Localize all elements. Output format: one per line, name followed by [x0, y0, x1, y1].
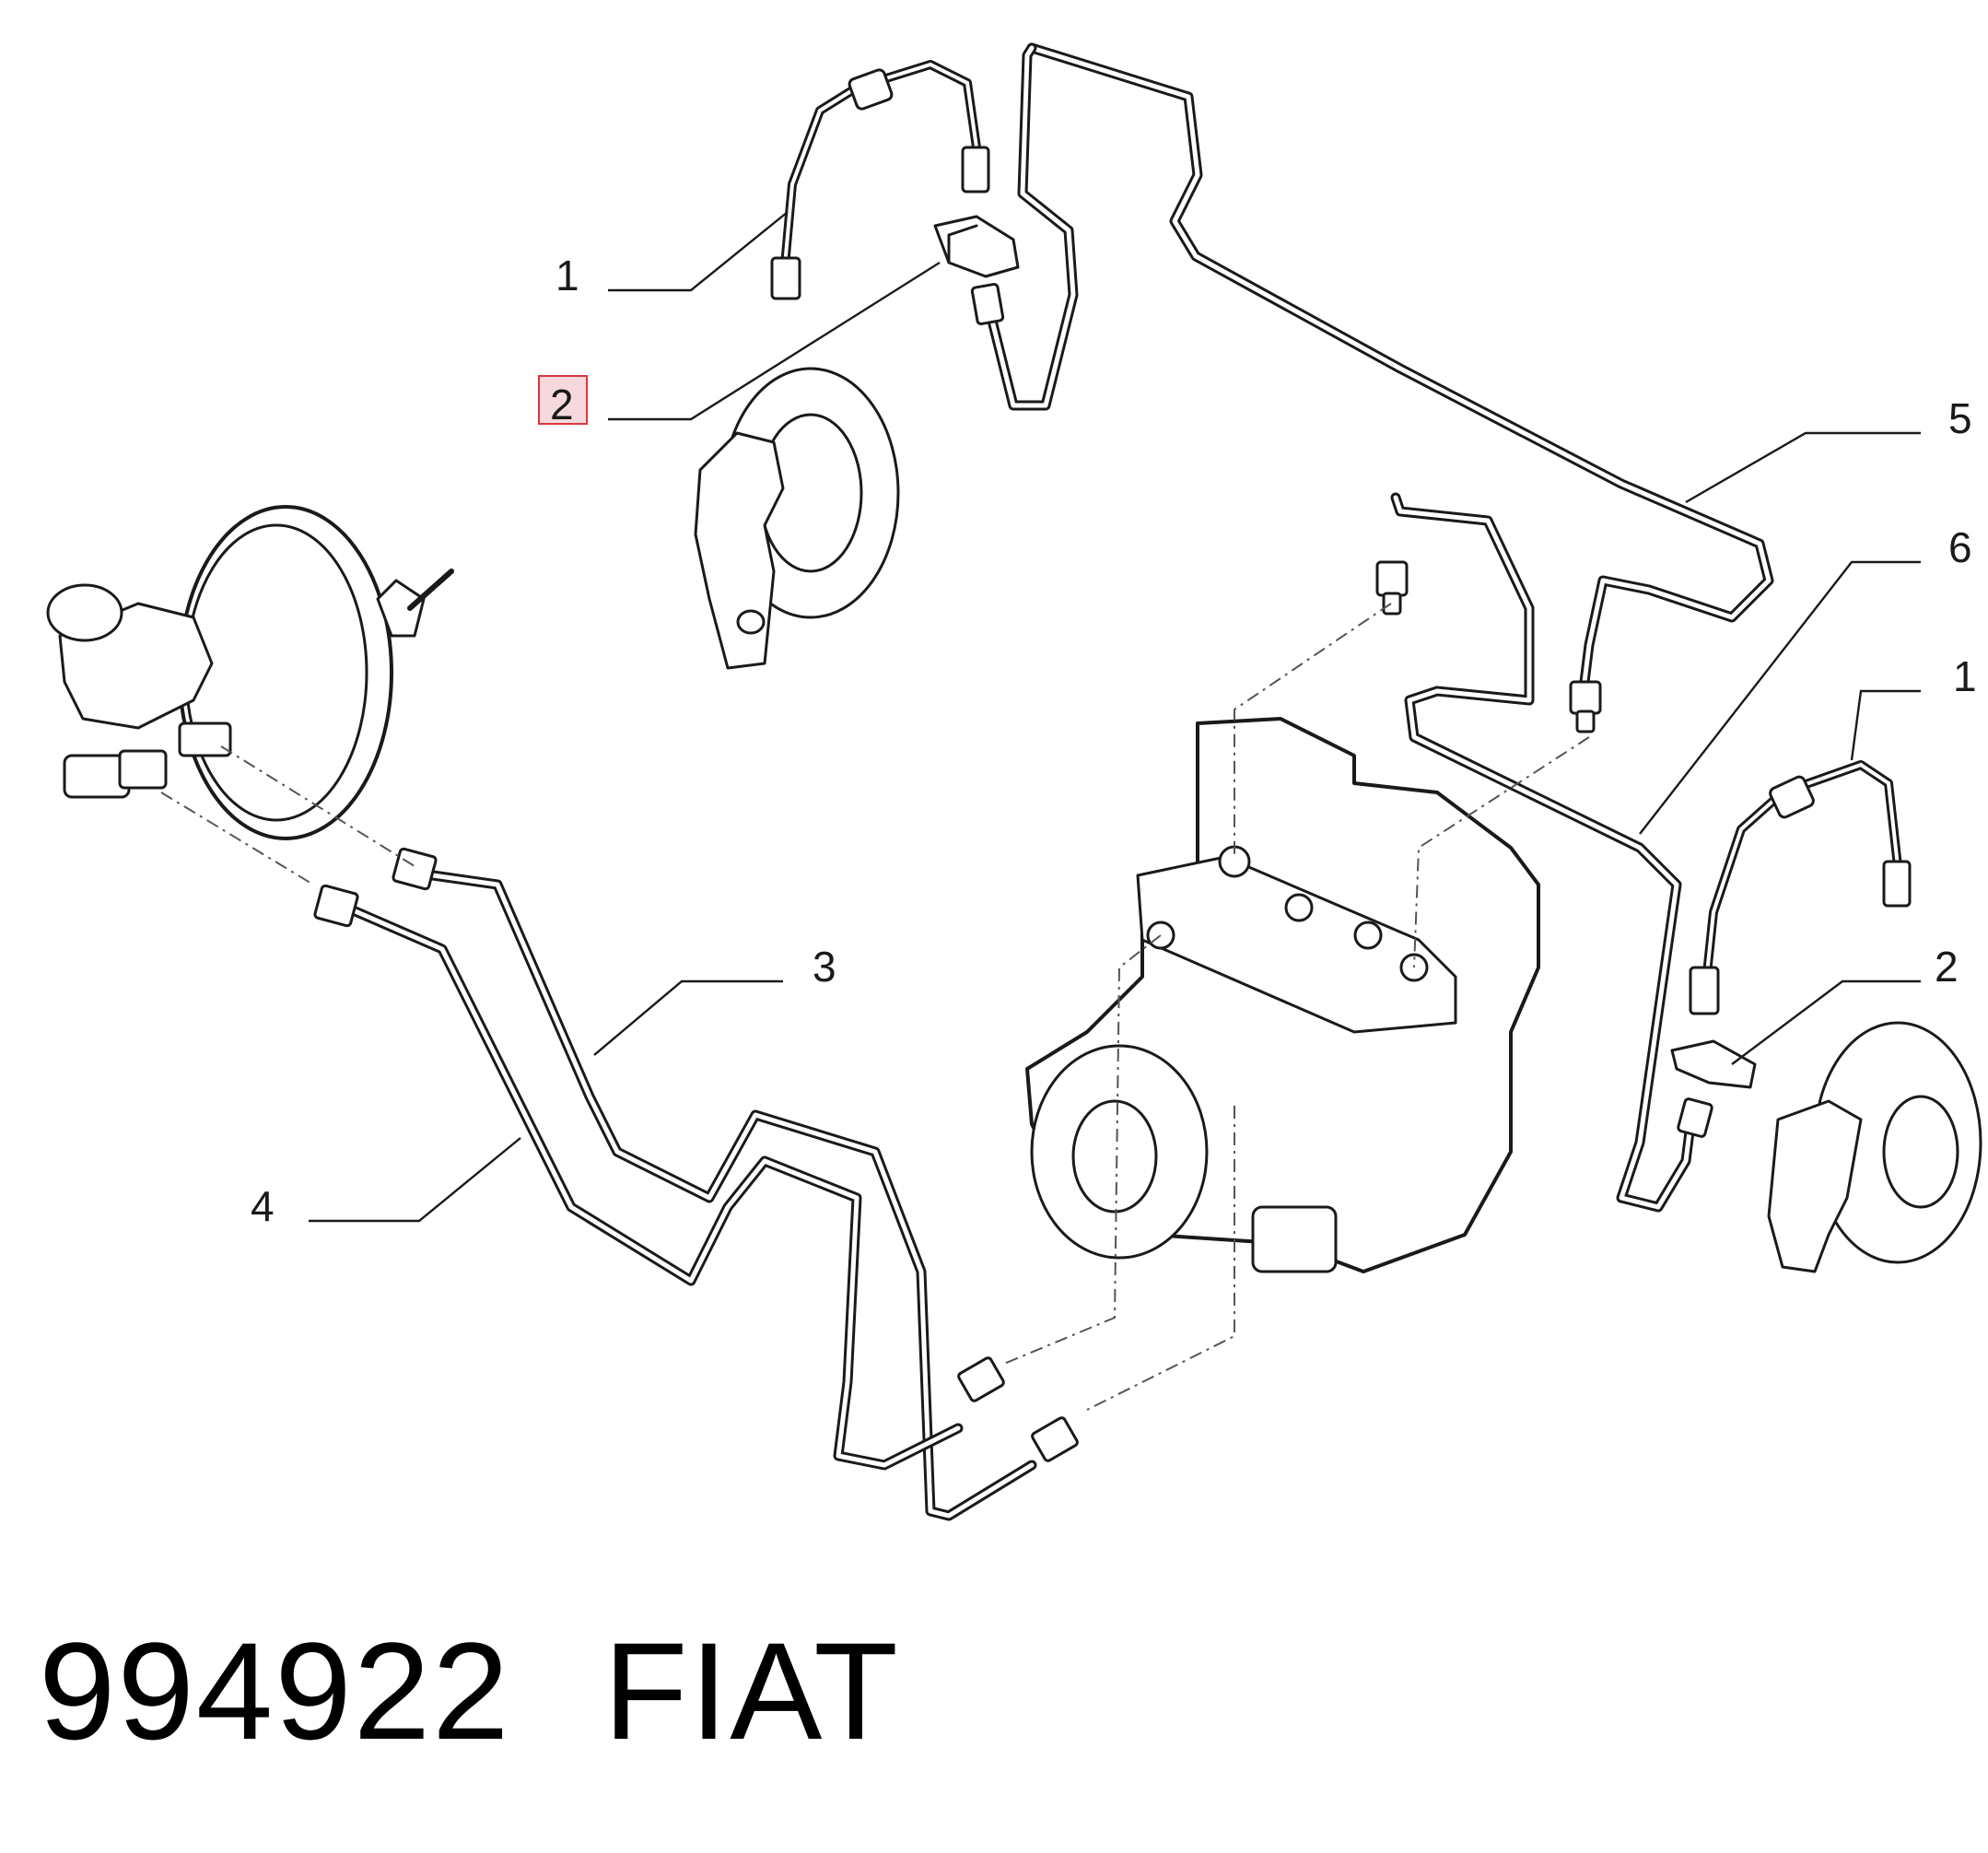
- brand-name: FIAT: [603, 1613, 900, 1768]
- callout-1-right: 1: [1953, 652, 1977, 700]
- brake-caliper-front-left: [694, 367, 900, 670]
- brake-disc-rear-right: [1767, 1021, 1982, 1273]
- callout-3: 3: [813, 943, 836, 991]
- callout-5: 5: [1948, 394, 1972, 442]
- brake-pipe-5: [970, 42, 1774, 733]
- connection-lines: [160, 603, 1590, 1411]
- callout-4: 4: [251, 1182, 275, 1230]
- brake-pipe-4: [313, 884, 1079, 1471]
- leader-lines: [309, 211, 1921, 1223]
- master-cylinder: [46, 583, 232, 799]
- callout-labels: 1 2 5 6 1 2 3 4: [251, 252, 1977, 1230]
- brake-hose-1-right: [1689, 760, 1912, 1015]
- clip-2-top: [933, 215, 1020, 278]
- brake-pipe-6: [1375, 492, 1713, 1213]
- brake-hose-1-top: [770, 60, 990, 300]
- callout-2-top: 2: [550, 381, 574, 428]
- callout-1-top: 1: [555, 252, 579, 299]
- abs-hydraulic-unit: [1025, 717, 1540, 1273]
- brake-booster: [178, 505, 454, 840]
- callout-6: 6: [1948, 523, 1972, 571]
- clip-2-right: [1670, 1039, 1757, 1089]
- callout-2-right: 2: [1935, 943, 1959, 991]
- part-number: 994922: [39, 1613, 511, 1768]
- brake-pipe-3: [392, 847, 1037, 1521]
- callout-highlight-box: [538, 375, 588, 425]
